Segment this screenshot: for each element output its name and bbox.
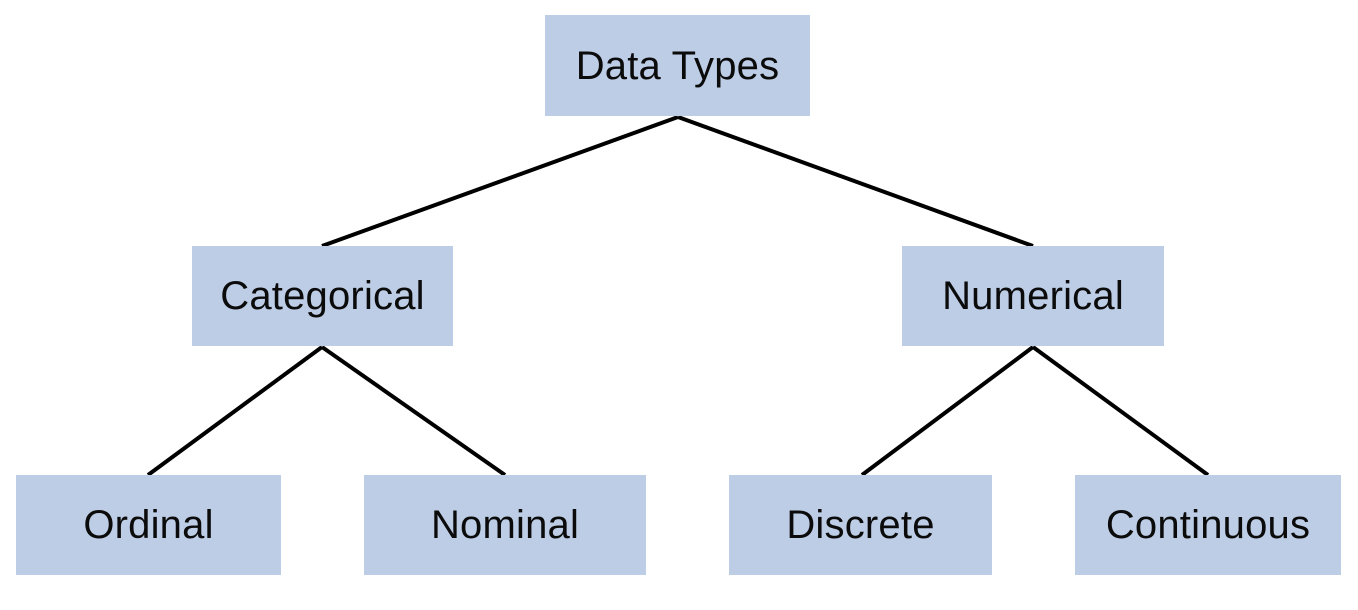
node-continuous[interactable]: Continuous	[1075, 475, 1341, 575]
node-numerical[interactable]: Numerical	[902, 246, 1164, 346]
edge-numerical-to-continuous	[1031, 345, 1210, 477]
node-data-types[interactable]: Data Types	[545, 15, 810, 116]
node-continuous-label: Continuous	[1105, 503, 1311, 547]
node-ordinal-label: Ordinal	[83, 503, 214, 547]
node-categorical[interactable]: Categorical	[192, 246, 453, 346]
node-discrete-label: Discrete	[786, 503, 935, 547]
node-nominal[interactable]: Nominal	[364, 475, 646, 575]
node-numerical-label: Numerical	[942, 274, 1124, 318]
node-nominal-label: Nominal	[430, 503, 580, 547]
edge-root-to-numerical	[677, 115, 1034, 248]
edge-categorical-to-ordinal	[146, 345, 324, 477]
node-data-types-label: Data Types	[575, 43, 780, 88]
node-discrete[interactable]: Discrete	[729, 475, 992, 575]
edge-numerical-to-discrete	[860, 345, 1035, 477]
edge-root-to-categorical	[321, 115, 679, 248]
node-ordinal[interactable]: Ordinal	[16, 475, 281, 575]
edge-categorical-to-nominal	[320, 345, 507, 477]
node-categorical-label: Categorical	[220, 274, 425, 318]
